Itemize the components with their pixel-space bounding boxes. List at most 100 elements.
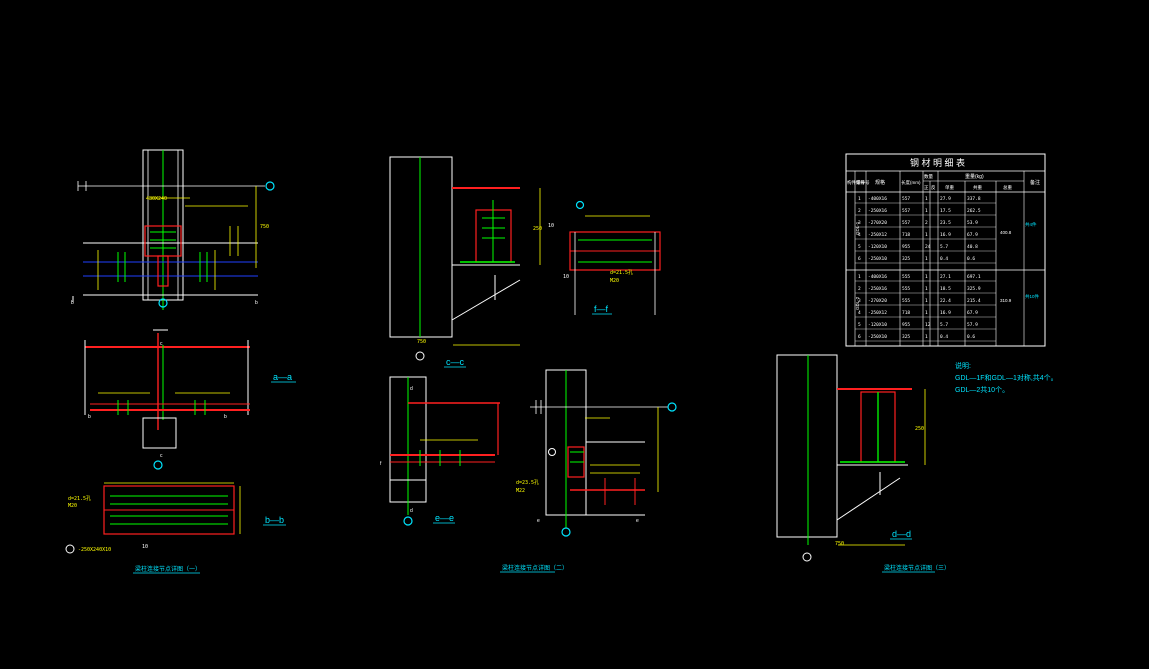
notes: 说明: GDL—1F和GDL—1对称,共4个。 GDL—2共10个。 <box>955 361 1058 394</box>
table-cell: 67.9 <box>967 310 978 316</box>
th-spec: 规格 <box>875 179 885 186</box>
table-cell: 1 <box>925 256 928 262</box>
table-cell: 23.5 <box>940 220 951 226</box>
th-weight: 重量(kg) <box>965 173 984 180</box>
group2-label: GDL-2 <box>855 296 860 310</box>
bolt-spec-ff: M20 <box>610 278 619 284</box>
table-cell: 3 <box>858 220 861 226</box>
table-cell: -120X10 <box>868 244 887 250</box>
table-cell: 22.4 <box>940 298 951 304</box>
section-label-ff: f—f <box>594 304 609 314</box>
cut-mark-c-top: c <box>160 341 163 347</box>
table-cell: 12 <box>925 322 931 328</box>
table-cell: 1 <box>858 274 861 280</box>
cut-mark-b-aa-right: b <box>224 414 227 420</box>
table-cell: 1 <box>925 310 928 316</box>
table-cell: -250X12 <box>868 310 887 316</box>
notes-line-1: GDL—1F和GDL—1对称,共4个。 <box>955 373 1058 382</box>
detail1-section-aa: c c b b a—a <box>84 329 296 470</box>
section-label-bb: b—b <box>265 515 284 525</box>
th-front: 正 <box>924 185 929 190</box>
steel-schedule-table: 钢 材 明 细 表 构件编号 零件号 规格 长度(mm) 数量 重量(kg) 备… <box>845 153 1046 347</box>
th-part: 零件号 <box>856 179 870 186</box>
table-cell: 557 <box>902 220 910 226</box>
table-cell: 67.9 <box>967 232 978 238</box>
th-length: 长度(mm) <box>901 179 921 186</box>
detail2-section-cc: 250 750 c—c <box>389 156 542 368</box>
table-cell: 57.9 <box>967 322 978 328</box>
th-member: 构件编号 <box>847 179 865 186</box>
detail1-elevation: 480X240 750 b b <box>71 149 275 310</box>
table-cell: 718 <box>902 310 910 316</box>
table-cell: -250X16 <box>868 208 887 214</box>
table-cell: 555 <box>902 286 910 292</box>
cut-mark-b-aa-left: b <box>88 414 91 420</box>
group2-total: 310.9 <box>1000 298 1012 303</box>
cut-mark-e-left: e <box>537 518 540 524</box>
table-cell: -250X12 <box>868 232 887 238</box>
cut-mark-d-top: d <box>410 386 413 392</box>
table-cell: 40.8 <box>967 244 978 250</box>
table-cell: 1 <box>925 208 928 214</box>
th-back: 反 <box>931 184 936 191</box>
dim-750-dd: 750 <box>835 541 844 547</box>
table-cell: -400X16 <box>868 196 887 202</box>
table-cell: 4 <box>858 310 861 316</box>
table-cell: 3 <box>858 298 861 304</box>
th-qty: 数量 <box>924 173 933 180</box>
hole-spec-bb: d=21.5孔 <box>68 495 91 502</box>
weld-size-bb: 10 <box>142 544 148 550</box>
section-label-aa: a—a <box>273 372 292 382</box>
detail2-elevation: d=23.5孔 M22 e e 梁柱连接节点详图（二） <box>500 369 677 573</box>
section-label-ee: e—e <box>435 513 454 523</box>
hole-spec-ee: d=23.5孔 <box>516 479 539 486</box>
table-cell: 1 <box>925 196 928 202</box>
detail1-title: 梁柱连接节点详图（一） <box>135 565 201 573</box>
table-cell: 337.8 <box>967 196 981 202</box>
group1-total: 400.8 <box>1000 230 1012 235</box>
section-label-cc: c—c <box>446 357 465 367</box>
table-cell: 325.9 <box>967 286 981 292</box>
table-cell: 555 <box>902 298 910 304</box>
svg-text:250: 250 <box>533 226 542 232</box>
notes-line-2: GDL—2共10个。 <box>955 385 1009 394</box>
axis-bubble <box>265 181 275 191</box>
detail3-section-dd: 250 750 d—d 梁柱连接节点详图（三） <box>776 354 950 573</box>
weld-size-ff-bottom: 10 <box>563 274 569 280</box>
table-cell: 2 <box>925 220 928 226</box>
table-cell: 215.4 <box>967 298 981 304</box>
detail1-section-bb: d=21.5孔 M20 10 -250X240X10 b—b 梁柱连接节点详图（… <box>65 482 286 574</box>
cut-mark-d-bottom: d <box>410 508 413 514</box>
cut-mark-f: f <box>380 461 382 467</box>
table-cell: 16.9 <box>940 310 951 316</box>
bolt-spec-bb: M20 <box>68 503 77 509</box>
th-unit-weight: 单重 <box>945 184 954 191</box>
table-cell: 18.5 <box>940 286 951 292</box>
table-cell: 17.5 <box>940 208 951 214</box>
group2-count: 共10件 <box>1025 293 1040 300</box>
table-cell: 2 <box>858 208 861 214</box>
table-cell: -250X16 <box>868 286 887 292</box>
table-cell: 1 <box>925 286 928 292</box>
table-cell: 557 <box>902 196 910 202</box>
hole-spec-ff: d=21.5孔 <box>610 269 633 276</box>
svg-text:750: 750 <box>260 224 269 230</box>
table-cell: 5.7 <box>940 244 948 250</box>
table-cell: -400X16 <box>868 274 887 280</box>
table-cell: 697.1 <box>967 274 981 280</box>
table-cell: 262.5 <box>967 208 981 214</box>
table-cell: 16.9 <box>940 232 951 238</box>
table-cell: 0.6 <box>967 334 975 340</box>
detail3-title: 梁柱连接节点详图（三） <box>884 564 950 572</box>
table-cell: 5 <box>858 244 861 250</box>
cut-mark-b-right: b <box>255 300 258 306</box>
table-title: 钢 材 明 细 表 <box>910 157 965 168</box>
table-cell: 4 <box>858 232 861 238</box>
group1-count: 共4件 <box>1025 221 1037 228</box>
table-cell: 53.9 <box>967 220 978 226</box>
detail2-section-ee: d d f e—e <box>380 376 500 526</box>
notes-title: 说明: <box>955 361 971 370</box>
